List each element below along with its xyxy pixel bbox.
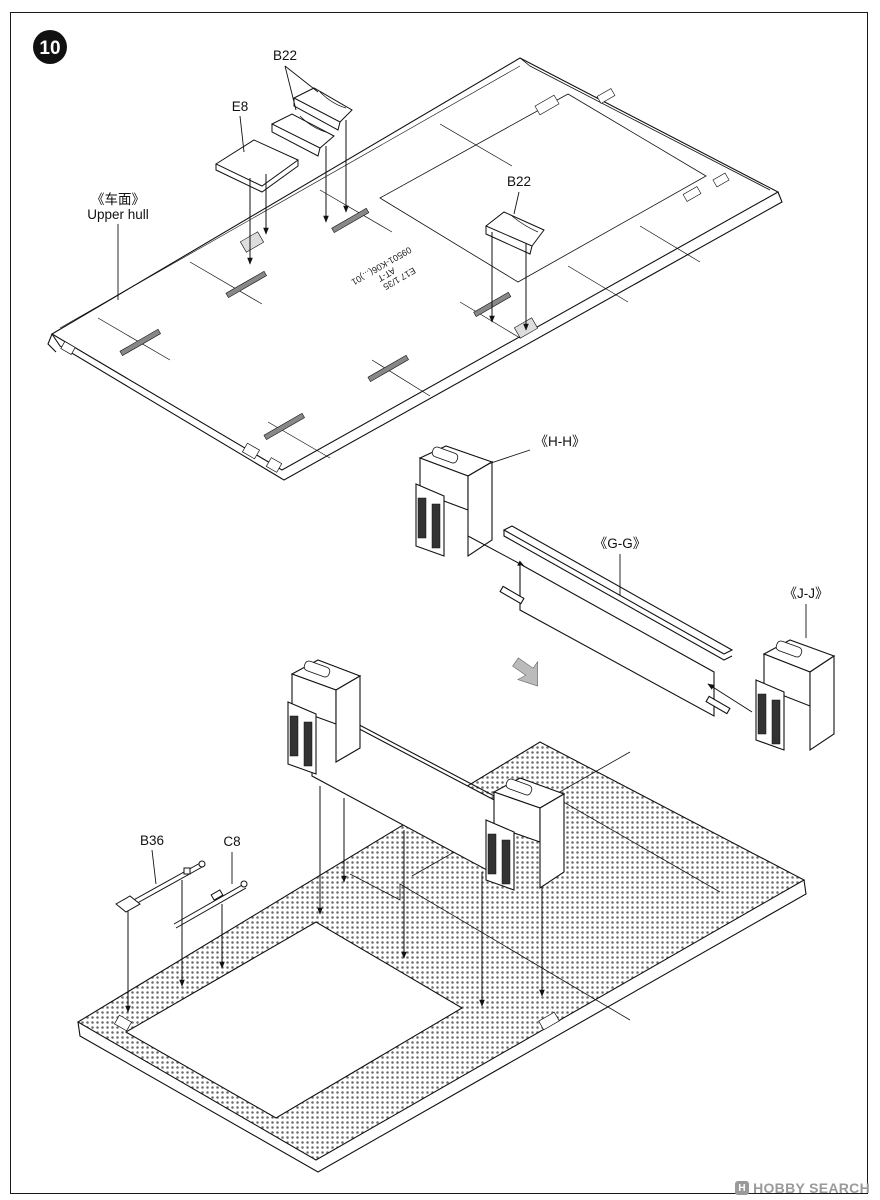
assembled-rack (287, 659, 566, 891)
watermark-text: HOBBY SEARCH (753, 1180, 870, 1196)
part-gg-panel (499, 525, 734, 717)
assembly-direction-arrow (512, 657, 538, 687)
label-b22-top: B22 (273, 48, 297, 63)
label-c8: C8 (223, 834, 240, 849)
label-hh: 《H-H》 (535, 434, 586, 449)
floor-plate-part (76, 741, 807, 1173)
label-b22-mid: B22 (507, 174, 531, 189)
label-gg: 《G-G》 (594, 536, 647, 551)
label-e8: E8 (232, 99, 249, 114)
part-b22-a (270, 113, 335, 157)
watermark-logo-icon: H (735, 1181, 750, 1195)
part-b36 (115, 860, 206, 913)
assembly-arrows-bottom (125, 786, 545, 1013)
assembly-arrows-top (247, 120, 529, 331)
part-c8 (173, 880, 248, 929)
instruction-page-frame (10, 12, 868, 1194)
part-e8 (214, 139, 299, 193)
part-hh-box (415, 445, 494, 558)
part-b22-c (485, 211, 545, 255)
label-jj: 《J-J》 (784, 586, 829, 601)
upper-hull-label: Upper hull (87, 207, 149, 222)
upper-hull-part (47, 57, 783, 481)
part-jj-box (755, 639, 836, 752)
label-b36: B36 (140, 833, 164, 848)
step-number: 10 (39, 38, 60, 59)
upper-hull-label-cn: 《车面》 (91, 191, 145, 207)
watermark: H HOBBY SEARCH (735, 1180, 870, 1196)
step-number-badge: 10 (33, 30, 67, 64)
